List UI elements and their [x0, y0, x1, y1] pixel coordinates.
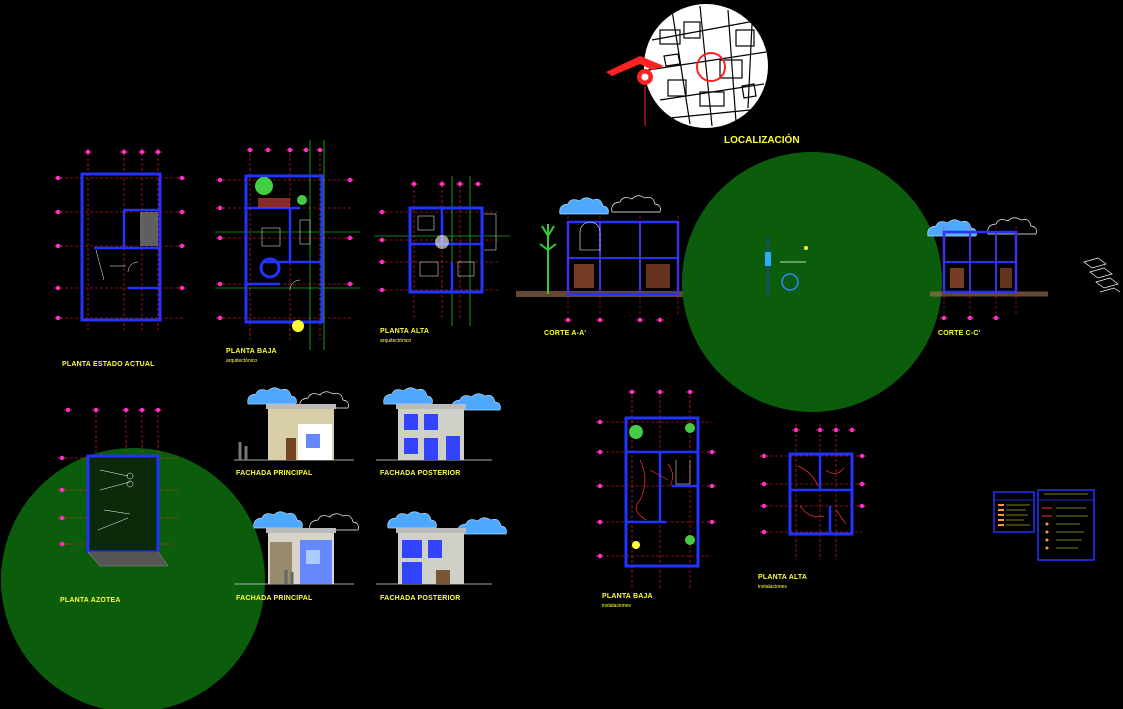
label-planta-baja-inst: PLANTA BAJA — [602, 593, 653, 600]
plan-planta-alta-arq — [374, 176, 510, 326]
center-circle-marks — [765, 236, 808, 296]
label-planta-baja-inst-sub: instalaciones — [602, 603, 631, 609]
label-fachada-posterior-1: FACHADA POSTERIOR — [380, 470, 461, 477]
legend-box-2 — [1037, 489, 1095, 561]
plan-azotea — [57, 407, 178, 567]
facade-principal-2 — [234, 511, 359, 585]
label-fachada-posterior-2: FACHADA POSTERIOR — [380, 595, 461, 602]
legend-box-1 — [993, 491, 1035, 533]
label-corte-cc: CORTE C-C' — [938, 330, 981, 337]
plan-planta-alta-inst — [759, 424, 867, 560]
label-planta-azotea: PLANTA AZOTEA — [60, 597, 121, 604]
label-corte-aa: CORTE A-A' — [544, 330, 587, 337]
label-planta-alta-inst: PLANTA ALTA — [758, 574, 808, 581]
label-fachada-principal-1: FACHADA PRINCIPAL — [236, 470, 313, 477]
facade-posterior-2 — [376, 511, 507, 585]
plan-estado-actual — [53, 148, 187, 330]
label-planta-estado-actual: PLANTA ESTADO ACTUAL — [62, 361, 155, 368]
facade-principal-1 — [234, 387, 354, 461]
label-planta-baja-arq: PLANTA BAJA — [226, 348, 277, 355]
overlay-circle-center — [682, 152, 942, 412]
overlay-circle-left — [1, 448, 265, 709]
label-planta-baja-arq-sub: arquitectónico — [226, 358, 258, 364]
stair-detail — [1083, 257, 1121, 293]
label-planta-alta-arq: PLANTA ALTA — [380, 328, 430, 335]
label-fachada-principal-2: FACHADA PRINCIPAL — [236, 595, 313, 602]
section-corte-aa — [516, 195, 690, 323]
section-corte-cc — [927, 217, 1048, 321]
label-planta-alta-inst-sub: instalaciones — [758, 584, 787, 590]
label-planta-alta-arq-sub: arquitectónico — [380, 338, 412, 344]
location-map — [606, 4, 768, 128]
plan-planta-baja-arq — [215, 140, 360, 350]
plan-planta-baja-inst — [595, 389, 717, 590]
facade-posterior-1 — [376, 387, 501, 461]
location-title: LOCALIZACIÓN — [724, 135, 800, 146]
